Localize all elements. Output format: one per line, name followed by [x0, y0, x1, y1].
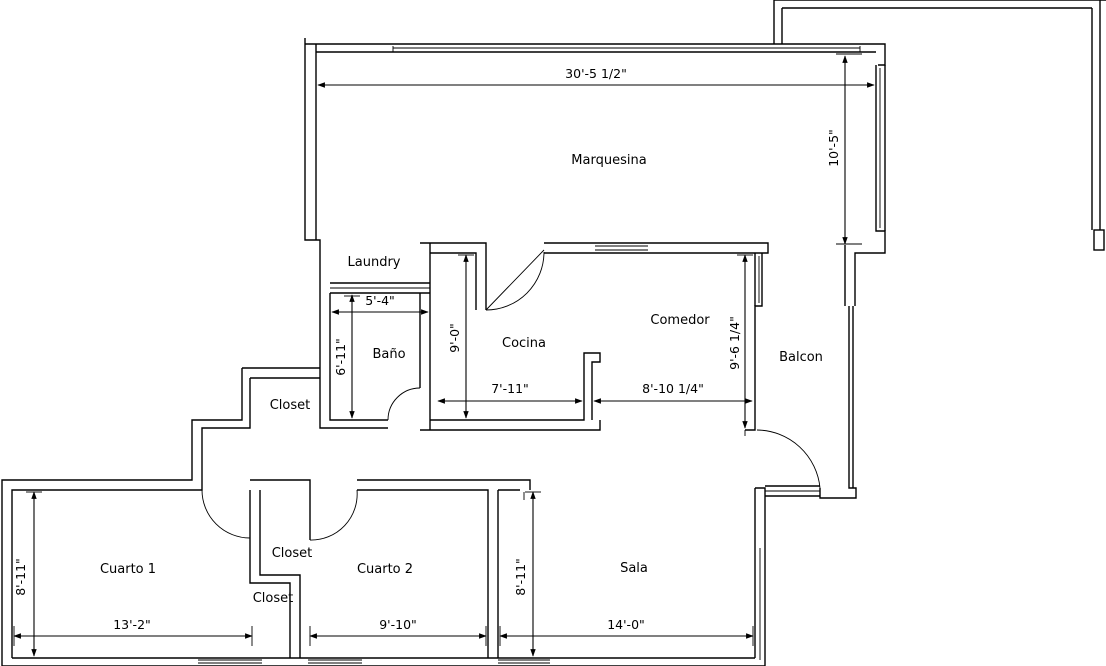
doors: [201, 249, 821, 541]
label-closet-cuarto1: Closet: [253, 591, 294, 606]
dim-comedor-width: 8'-10 1/4": [642, 381, 704, 396]
label-marquesina: Marquesina: [571, 153, 646, 168]
label-laundry: Laundry: [348, 255, 401, 270]
label-cuarto1: Cuarto 1: [100, 562, 156, 577]
dim-bano-width: 5'-4": [365, 293, 395, 308]
dim-cocina-depth: 9'-0": [447, 323, 462, 353]
dim-sala-depth: 8'-11": [513, 558, 528, 596]
label-comedor: Comedor: [650, 313, 710, 328]
dim-cuarto1-width: 13'-2": [113, 617, 151, 632]
label-closet-hall: Closet: [270, 398, 311, 413]
label-closet-cuarto2: Closet: [272, 546, 313, 561]
dim-bano-depth: 6'-11": [333, 338, 348, 376]
dim-cuarto2-width: 9'-10": [379, 617, 417, 632]
label-balcon: Balcon: [779, 350, 823, 365]
dim-comedor-depth: 9'-6 1/4": [727, 316, 742, 370]
label-bano: Baño: [372, 347, 405, 362]
dim-cuarto1-depth: 8'-11": [13, 558, 28, 596]
dimension-lines: [13, 53, 875, 657]
dimension-labels: 30'-5 1/2" 10'-5" 5'-4" 6'-11" 9'-0" 7'-…: [13, 66, 841, 632]
dim-marquesina-depth: 10'-5": [826, 129, 841, 167]
room-labels: Marquesina Laundry Baño Cocina Comedor B…: [100, 153, 823, 606]
label-cuarto2: Cuarto 2: [357, 562, 413, 577]
dim-marquesina-width: 30'-5 1/2": [565, 66, 627, 81]
label-sala: Sala: [620, 561, 648, 576]
dim-sala-width: 14'-0": [607, 617, 645, 632]
label-cocina: Cocina: [502, 336, 546, 351]
dim-cocina-width: 7'-11": [491, 381, 529, 396]
